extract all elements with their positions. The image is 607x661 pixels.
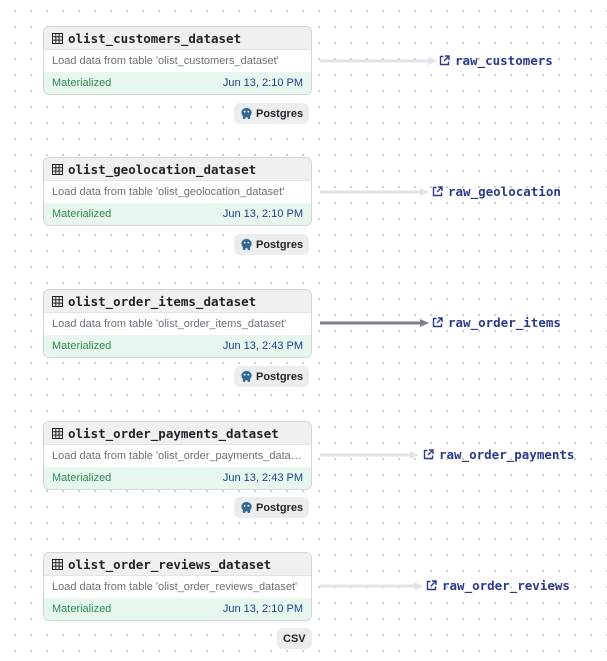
status-timestamp[interactable]: Jun 13, 2:43 PM	[222, 472, 303, 484]
status-label: Materialized	[52, 472, 112, 484]
node-title: olist_order_reviews_dataset	[68, 556, 272, 572]
asset-node-olist-geolocation[interactable]: olist_geolocation_dataset Load data from…	[43, 157, 312, 226]
source-label: Postgres	[256, 370, 304, 383]
lineage-edge-highlighted	[320, 319, 429, 327]
postgres-icon	[241, 501, 252, 514]
table-icon	[52, 32, 63, 44]
node-header: olist_customers_dataset	[44, 27, 311, 50]
node-status-bar: Materialized Jun 13, 2:43 PM	[44, 467, 311, 489]
status-label: Materialized	[52, 603, 112, 615]
status-label: Materialized	[52, 77, 112, 89]
source-label: CSV	[283, 632, 306, 645]
asset-node-olist-order-items[interactable]: olist_order_items_dataset Load data from…	[43, 289, 312, 358]
status-timestamp[interactable]: Jun 13, 2:10 PM	[222, 77, 303, 89]
node-header: olist_geolocation_dataset	[44, 158, 311, 181]
node-title: olist_geolocation_dataset	[68, 161, 257, 177]
node-status-bar: Materialized Jun 13, 2:10 PM	[44, 203, 311, 225]
status-timestamp[interactable]: Jun 13, 2:10 PM	[222, 208, 303, 220]
target-label: raw_customers	[455, 53, 553, 68]
external-link-icon	[432, 186, 443, 197]
table-icon	[52, 295, 63, 307]
table-icon	[52, 163, 63, 175]
postgres-icon	[241, 107, 252, 120]
postgres-icon	[241, 238, 252, 251]
source-badge: Postgres	[234, 234, 310, 255]
asset-node-olist-order-payments[interactable]: olist_order_payments_dataset Load data f…	[43, 421, 312, 490]
external-link-icon	[423, 449, 434, 460]
lineage-edge	[320, 188, 429, 196]
target-label: raw_order_items	[448, 315, 561, 330]
target-link-raw-order-payments[interactable]: raw_order_payments	[423, 447, 574, 462]
status-timestamp[interactable]: Jun 13, 2:10 PM	[222, 603, 303, 615]
asset-node-olist-customers[interactable]: olist_customers_dataset Load data from t…	[43, 26, 312, 95]
source-badge: CSV	[277, 628, 312, 649]
table-icon	[52, 427, 63, 439]
status-label: Materialized	[52, 340, 112, 352]
node-description: Load data from table 'olist_order_items_…	[52, 318, 287, 330]
node-description: Load data from table 'olist_order_paymen…	[52, 450, 308, 462]
node-title: olist_order_items_dataset	[68, 293, 257, 309]
asset-node-olist-order-reviews[interactable]: olist_order_reviews_dataset Load data fr…	[43, 552, 312, 621]
target-link-raw-customers[interactable]: raw_customers	[439, 53, 553, 68]
node-description: Load data from table 'olist_geolocation_…	[52, 186, 285, 198]
node-header: olist_order_items_dataset	[44, 290, 311, 313]
lineage-edge	[320, 57, 437, 65]
source-badge: Postgres	[234, 366, 310, 387]
node-title: olist_order_payments_dataset	[68, 425, 279, 441]
lineage-edge	[320, 582, 423, 590]
target-label: raw_order_reviews	[442, 578, 570, 593]
source-badge: Postgres	[234, 497, 310, 518]
postgres-icon	[241, 370, 252, 383]
source-badge: Postgres	[234, 103, 310, 124]
external-link-icon	[426, 580, 437, 591]
target-label: raw_geolocation	[448, 184, 561, 199]
table-icon	[52, 558, 63, 570]
node-description: Load data from table 'olist_order_review…	[52, 581, 298, 593]
node-header: olist_order_reviews_dataset	[44, 553, 311, 576]
external-link-icon	[432, 317, 443, 328]
target-link-raw-order-items[interactable]: raw_order_items	[432, 315, 561, 330]
node-status-bar: Materialized Jun 13, 2:10 PM	[44, 72, 311, 94]
source-label: Postgres	[256, 238, 304, 251]
target-label: raw_order_payments	[439, 447, 575, 462]
node-description: Load data from table 'olist_customers_da…	[52, 55, 279, 67]
lineage-edge	[320, 451, 419, 459]
target-link-raw-geolocation[interactable]: raw_geolocation	[432, 184, 561, 199]
node-status-bar: Materialized Jun 13, 2:43 PM	[44, 335, 311, 357]
external-link-icon	[439, 55, 450, 66]
node-status-bar: Materialized Jun 13, 2:10 PM	[44, 598, 311, 620]
node-title: olist_customers_dataset	[68, 30, 242, 46]
source-label: Postgres	[256, 501, 304, 514]
status-label: Materialized	[52, 208, 112, 220]
target-link-raw-order-reviews[interactable]: raw_order_reviews	[426, 578, 570, 593]
source-label: Postgres	[256, 107, 304, 120]
status-timestamp[interactable]: Jun 13, 2:43 PM	[222, 340, 303, 352]
node-header: olist_order_payments_dataset	[44, 422, 311, 445]
